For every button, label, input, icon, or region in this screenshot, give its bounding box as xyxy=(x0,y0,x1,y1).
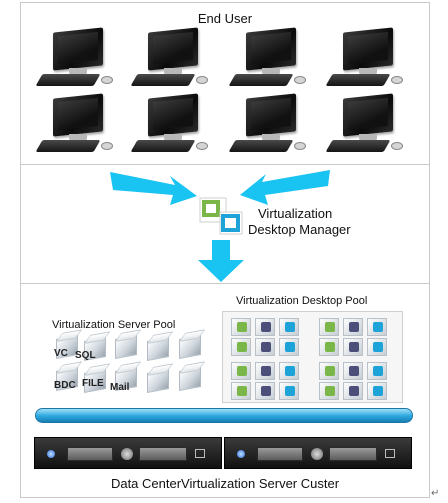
desktop-computer-icon xyxy=(325,93,409,160)
arrow-icon xyxy=(110,172,197,205)
virtual-desktop-icon xyxy=(279,382,299,400)
vm-server-icon xyxy=(179,367,201,391)
desktop-pool-title: Virtualization Desktop Pool xyxy=(236,295,368,307)
virtual-desktop-icon xyxy=(255,362,275,380)
server-pool-title: Virtualization Server Pool xyxy=(52,319,176,331)
manager-label-line1: Virtualization xyxy=(258,206,333,221)
manager-label-line2: Desktop Manager xyxy=(248,222,351,237)
vm-server-icon xyxy=(147,369,169,393)
end-user-title: End User xyxy=(197,11,253,26)
drive-slot xyxy=(329,447,377,461)
server-tag: SQL xyxy=(75,350,96,361)
virtual-desktop-icon xyxy=(279,362,299,380)
virtual-desktop-icon xyxy=(231,318,251,336)
server-tag: FILE xyxy=(82,378,104,389)
arrow-icon xyxy=(198,240,244,282)
vm-server-icon xyxy=(147,337,169,361)
virtual-desktop-icon xyxy=(319,362,339,380)
drive-slot xyxy=(139,447,187,461)
virtual-desktop-icon xyxy=(255,382,275,400)
virtual-desktop-icon xyxy=(255,318,275,336)
virtual-desktop-icon xyxy=(343,318,363,336)
led-icon xyxy=(47,450,55,458)
virtual-desktop-icon xyxy=(343,362,363,380)
section-divider-bottom xyxy=(20,283,430,284)
desktop-computer-icon xyxy=(228,27,312,94)
vm-server-icon xyxy=(179,335,201,359)
led-icon xyxy=(237,450,245,458)
knob-icon xyxy=(311,448,323,460)
desktop-computer-icon xyxy=(325,27,409,94)
connection-bar xyxy=(35,408,413,423)
section-divider-top xyxy=(20,164,430,165)
arrow-icon xyxy=(240,170,330,205)
drive-slot xyxy=(257,447,303,461)
server-tag: VC xyxy=(54,348,68,359)
virtual-desktop-icon xyxy=(367,338,387,356)
virtual-desktop-icon xyxy=(343,382,363,400)
virtual-desktop-icon xyxy=(343,338,363,356)
desktop-computer-icon xyxy=(35,93,119,160)
server-rack-icon xyxy=(224,437,412,469)
virtual-desktop-icon xyxy=(255,338,275,356)
server-rack-icon xyxy=(34,437,222,469)
drive-slot xyxy=(67,447,113,461)
desktop-manager-logo-icon xyxy=(199,197,243,235)
virtual-desktop-icon xyxy=(279,338,299,356)
virtual-desktop-icon xyxy=(319,382,339,400)
virtual-desktop-icon xyxy=(279,318,299,336)
server-tag: Mail xyxy=(110,382,130,393)
diagram-frame xyxy=(20,2,430,498)
port-icon xyxy=(195,449,205,458)
desktop-computer-icon xyxy=(35,27,119,94)
server-tag: BDC xyxy=(54,380,76,391)
desktop-computer-icon xyxy=(130,93,214,160)
data-center-title: Data CenterVirtualization Server Custer xyxy=(110,476,340,491)
virtual-desktop-icon xyxy=(367,318,387,336)
vm-server-icon xyxy=(115,335,137,359)
virtual-desktop-icon xyxy=(367,362,387,380)
virtual-desktop-icon xyxy=(319,338,339,356)
virtual-desktop-icon xyxy=(231,362,251,380)
desktop-computer-icon xyxy=(130,27,214,94)
desktop-computer-icon xyxy=(228,93,312,160)
virtual-desktop-icon xyxy=(231,382,251,400)
knob-icon xyxy=(121,448,133,460)
paragraph-mark: ↵ xyxy=(431,488,440,499)
virtual-desktop-icon xyxy=(231,338,251,356)
virtual-desktop-icon xyxy=(319,318,339,336)
desktop-pool-box xyxy=(222,311,403,403)
virtual-desktop-icon xyxy=(367,382,387,400)
port-icon xyxy=(385,449,395,458)
